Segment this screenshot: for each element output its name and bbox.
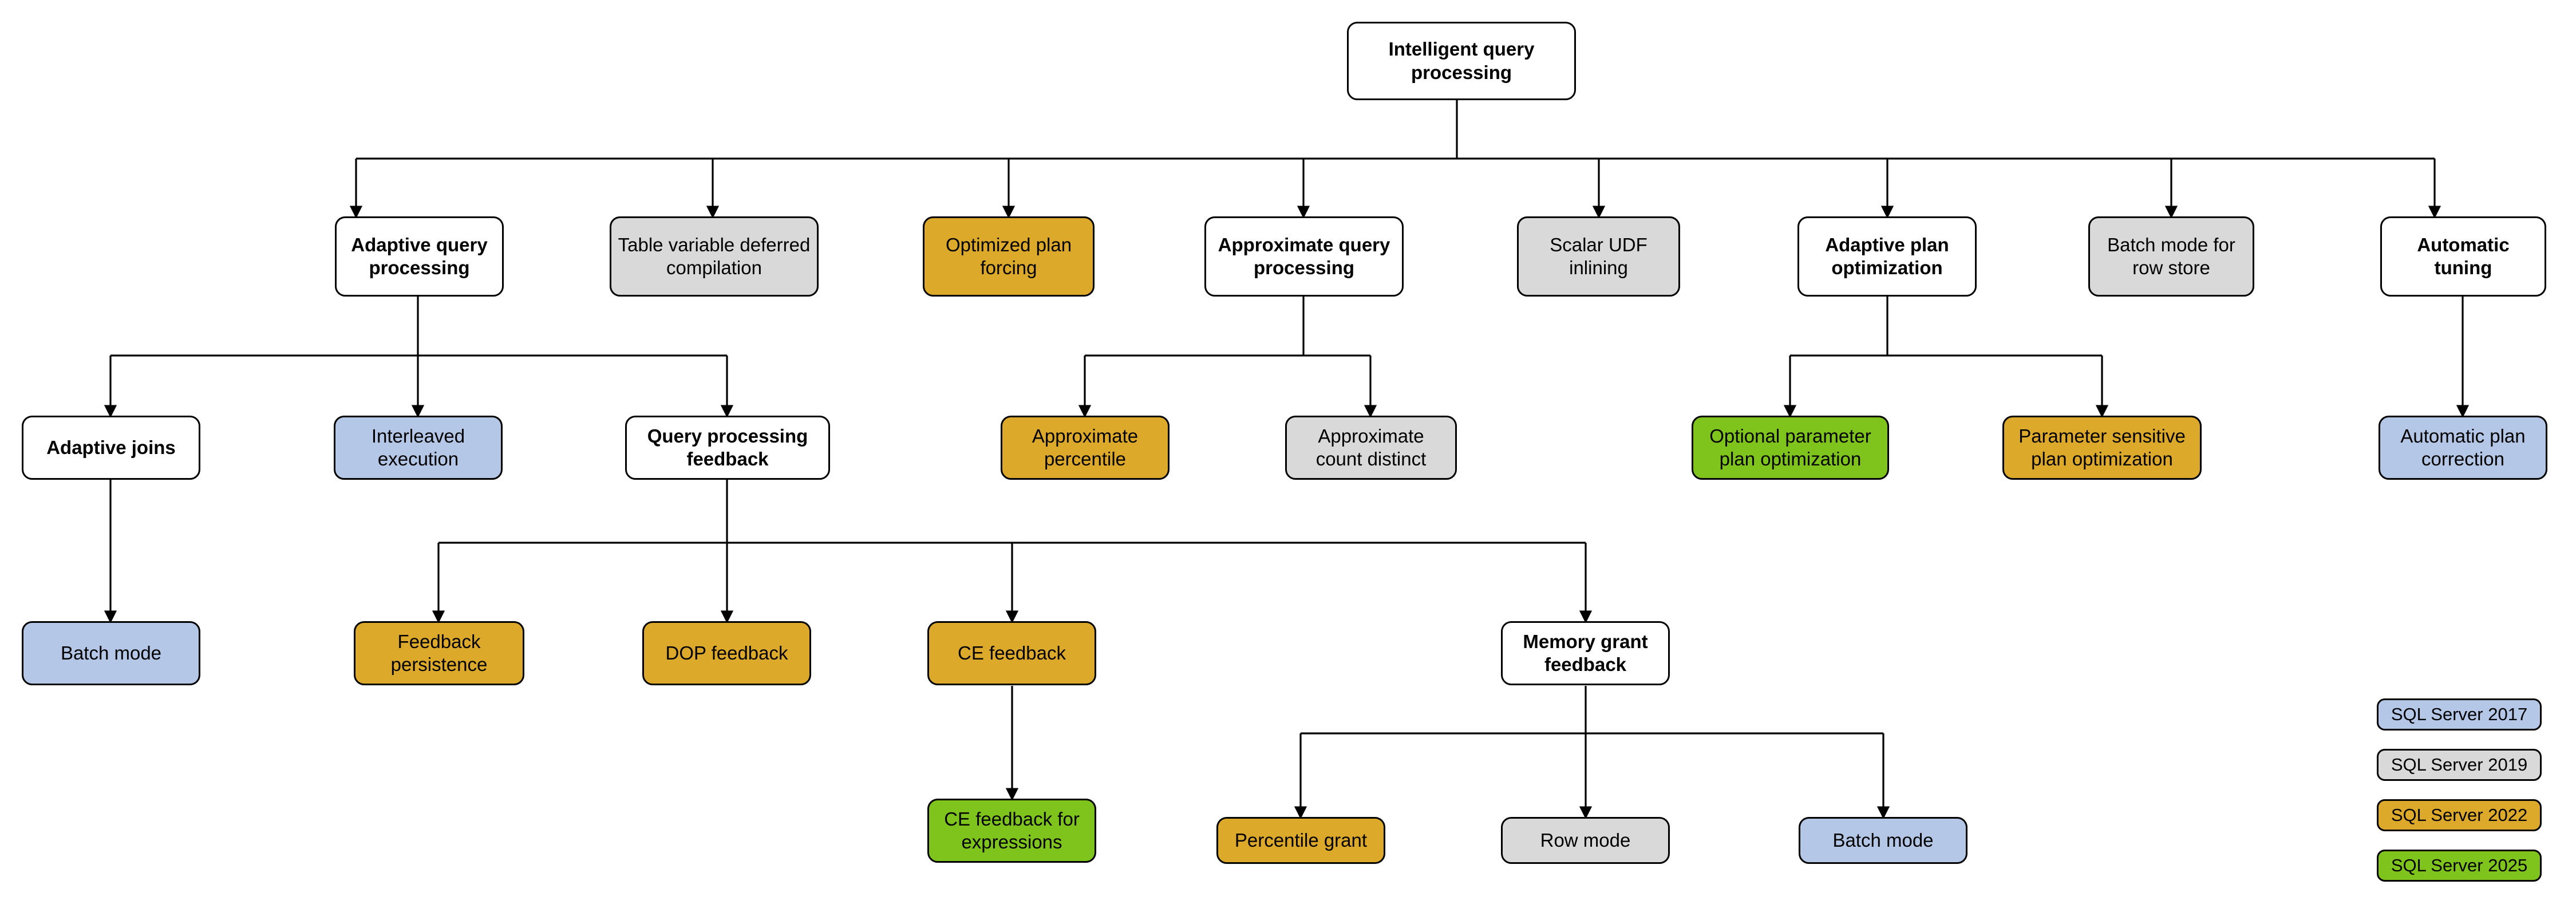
legend-item-sql-server-2019[interactable]: SQL Server 2019: [2377, 749, 2542, 781]
node-scalar-udf-inlining[interactable]: Scalar UDF inlining: [1517, 216, 1680, 297]
node-label: Adaptive plan optimization: [1825, 234, 1949, 278]
node-adaptive-query-processing[interactable]: Adaptive query processing: [335, 216, 504, 297]
node-label: Table variable deferred compilation: [618, 234, 811, 278]
node-approximate-query-processing[interactable]: Approximate query processing: [1204, 216, 1404, 297]
node-adaptive-joins[interactable]: Adaptive joins: [22, 416, 200, 480]
legend-label: SQL Server 2022: [2391, 805, 2528, 825]
node-label: Feedback persistence: [390, 630, 488, 675]
node-optimized-plan-forcing[interactable]: Optimized plan forcing: [923, 216, 1095, 297]
node-dop-feedback[interactable]: DOP feedback: [642, 621, 811, 685]
legend-label: SQL Server 2025: [2391, 855, 2528, 875]
legend-label: SQL Server 2019: [2391, 755, 2528, 775]
node-percentile-grant[interactable]: Percentile grant: [1216, 817, 1385, 864]
node-label: Approximate query processing: [1218, 234, 1390, 278]
node-memory-grant-feedback[interactable]: Memory grant feedback: [1501, 621, 1670, 685]
node-label: Batch mode: [1832, 829, 1934, 851]
node-label: Optional parameter plan optimization: [1709, 425, 1871, 469]
node-label: Batch mode for row store: [2107, 234, 2235, 278]
node-adaptive-plan-optimization[interactable]: Adaptive plan optimization: [1797, 216, 1977, 297]
node-label: DOP feedback: [665, 642, 788, 664]
node-label: Automatic plan correction: [2400, 425, 2526, 469]
node-label: Scalar UDF inlining: [1550, 234, 1647, 278]
node-batch-mode-memory-grant[interactable]: Batch mode: [1799, 817, 1967, 864]
node-label: Optimized plan forcing: [945, 234, 1072, 278]
node-batch-mode-for-row-store[interactable]: Batch mode for row store: [2088, 216, 2254, 297]
node-label: Approximate count distinct: [1315, 425, 1427, 469]
node-label: Approximate percentile: [1032, 425, 1139, 469]
node-feedback-persistence[interactable]: Feedback persistence: [354, 621, 524, 685]
legend-item-sql-server-2025[interactable]: SQL Server 2025: [2377, 850, 2542, 882]
node-label: Batch mode: [60, 642, 162, 664]
node-batch-mode-adaptive-joins[interactable]: Batch mode: [22, 621, 200, 685]
node-table-variable-deferred-compilation[interactable]: Table variable deferred compilation: [610, 216, 819, 297]
node-label: CE feedback for expressions: [944, 808, 1080, 852]
node-label: Interleaved execution: [371, 425, 465, 469]
legend-label: SQL Server 2017: [2391, 704, 2528, 724]
node-label: Automatic tuning: [2417, 234, 2510, 278]
node-label: Memory grant feedback: [1523, 630, 1648, 675]
node-label: Percentile grant: [1234, 829, 1368, 851]
node-ce-feedback-for-expressions[interactable]: CE feedback for expressions: [927, 799, 1096, 863]
node-approximate-percentile[interactable]: Approximate percentile: [1001, 416, 1170, 480]
node-approximate-count-distinct[interactable]: Approximate count distinct: [1285, 416, 1457, 480]
node-label: Intelligent query processing: [1388, 38, 1535, 83]
node-ce-feedback[interactable]: CE feedback: [927, 621, 1096, 685]
node-label: CE feedback: [958, 642, 1066, 664]
node-optional-parameter-plan-optimization[interactable]: Optional parameter plan optimization: [1692, 416, 1889, 480]
node-label: Parameter sensitive plan optimization: [2018, 425, 2186, 469]
node-row-mode[interactable]: Row mode: [1501, 817, 1670, 864]
node-label: Adaptive query processing: [351, 234, 488, 278]
node-interleaved-execution[interactable]: Interleaved execution: [334, 416, 503, 480]
node-automatic-plan-correction[interactable]: Automatic plan correction: [2379, 416, 2547, 480]
node-automatic-tuning[interactable]: Automatic tuning: [2380, 216, 2546, 297]
legend-item-sql-server-2022[interactable]: SQL Server 2022: [2377, 799, 2542, 831]
node-label: Query processing feedback: [647, 425, 808, 469]
node-query-processing-feedback[interactable]: Query processing feedback: [625, 416, 830, 480]
node-intelligent-query-processing[interactable]: Intelligent query processing: [1347, 22, 1576, 100]
node-label: Row mode: [1540, 829, 1631, 851]
node-label: Adaptive joins: [46, 436, 176, 458]
node-parameter-sensitive-plan-optimization[interactable]: Parameter sensitive plan optimization: [2002, 416, 2202, 480]
legend-item-sql-server-2017[interactable]: SQL Server 2017: [2377, 698, 2542, 731]
